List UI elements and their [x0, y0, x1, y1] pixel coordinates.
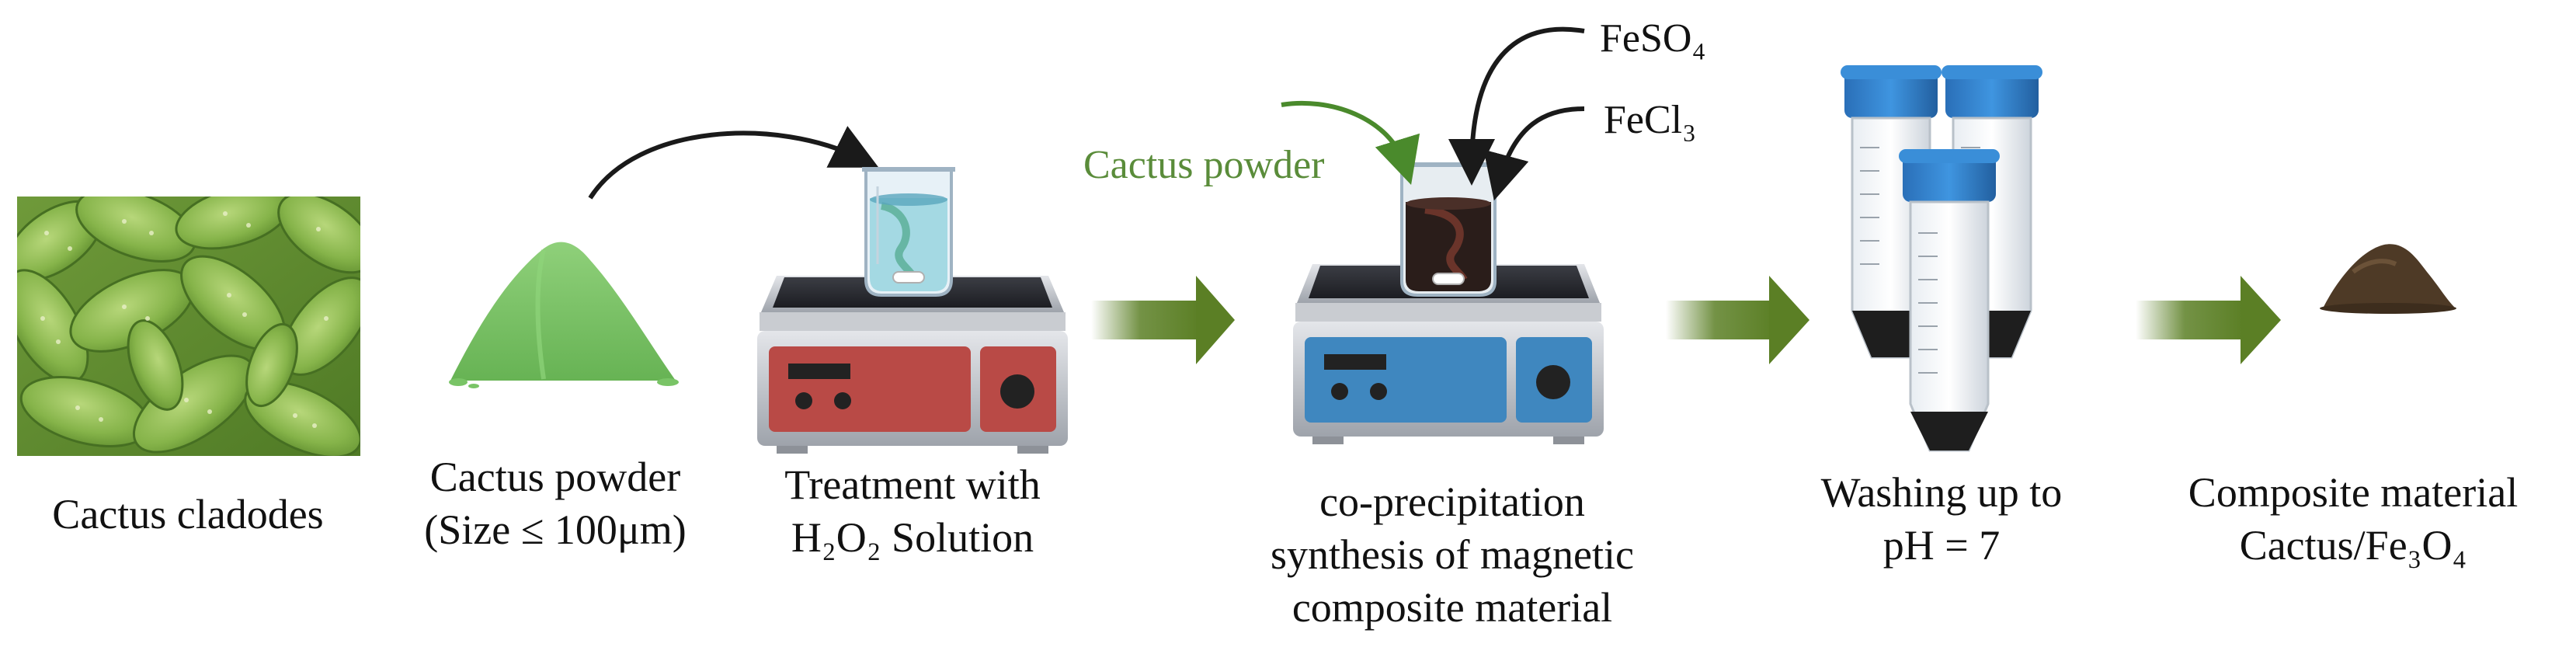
caption-washing: Washing up to pH = 7	[1778, 466, 2105, 572]
flow-arrow-1	[1091, 276, 1235, 364]
caption-line: Washing up to	[1820, 469, 2063, 516]
caption-line: pH = 7	[1882, 522, 2001, 569]
caption-line: H₂O₂ Solution	[791, 514, 1034, 561]
flow-arrow-2	[1666, 276, 1809, 364]
caption-line: synthesis of magnetic	[1271, 531, 1634, 578]
caption-composite: Composite material Cactus/Fe₃O₄	[2143, 466, 2563, 572]
caption-line: (Size ≤ 100μm)	[424, 506, 687, 553]
beaker-treatment	[862, 167, 955, 297]
centrifuge-tube-3	[1899, 149, 2000, 452]
arrow-cactus-powder	[1281, 100, 1420, 185]
cactus-photo	[17, 197, 360, 456]
caption-line: Treatment with	[784, 461, 1041, 508]
caption-line: Cactus powder	[429, 454, 681, 500]
curved-arrow-to-treatment	[588, 126, 879, 200]
reagent-fecl3-label: FeCl₃	[1604, 98, 1697, 142]
caption-coprecip: co-precipitation synthesis of magnetic c…	[1212, 475, 1693, 634]
hotplate-treatment	[757, 276, 1068, 454]
centrifuge-tubes	[1841, 65, 2042, 452]
caption-line: Cactus/Fe₃O₄	[2239, 522, 2467, 569]
caption-line: Composite material	[2188, 469, 2519, 516]
beaker-coprecip	[1398, 162, 1499, 297]
composite-pile	[2320, 244, 2456, 314]
reagent-cactus-powder-label: Cactus powder	[1083, 143, 1325, 187]
hotplate-coprecip	[1293, 264, 1604, 444]
powder-pile	[449, 242, 679, 388]
arrow-fecl3	[1483, 106, 1585, 201]
caption-line: co-precipitation	[1319, 478, 1585, 525]
flow-arrow-3	[2136, 276, 2281, 364]
reagent-feso4-label: FeSO₄	[1600, 16, 1706, 61]
caption-treatment: Treatment with H₂O₂ Solution	[746, 458, 1079, 564]
arrow-feso4	[1448, 26, 1585, 186]
caption-cladodes: Cactus cladodes	[17, 488, 359, 541]
caption-line: composite material	[1291, 584, 1613, 631]
caption-line: Cactus cladodes	[52, 491, 324, 537]
caption-powder: Cactus powder (Size ≤ 100μm)	[388, 451, 722, 556]
